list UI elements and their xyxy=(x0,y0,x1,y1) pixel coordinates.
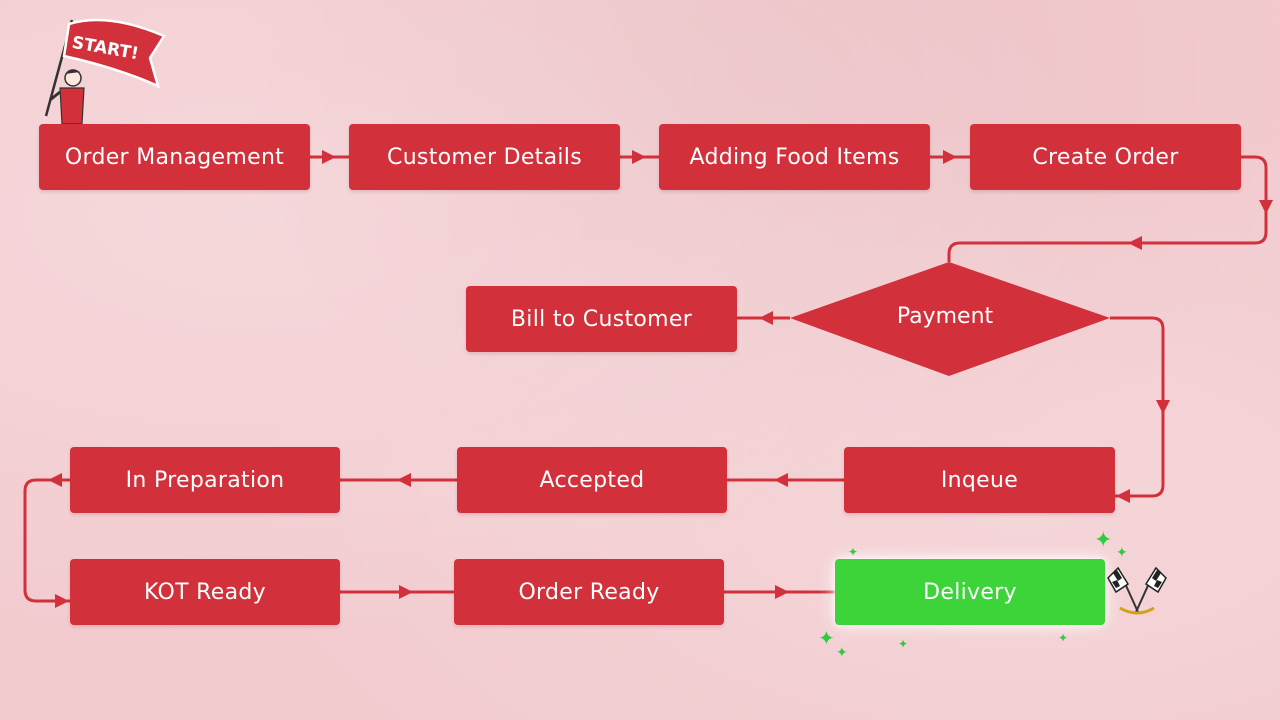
sparkle-icon: ✦ xyxy=(898,637,909,651)
step-delivery: Delivery xyxy=(835,559,1105,625)
arrow-head xyxy=(399,585,413,599)
arrow-head xyxy=(48,473,62,487)
sparkle-icon: ✦ xyxy=(818,626,835,650)
sparkle-icon: ✦ xyxy=(848,545,859,559)
arrow-head xyxy=(632,150,646,164)
step-inqeue: Inqeue xyxy=(844,447,1115,513)
checkered-flags-icon xyxy=(1106,562,1168,622)
arrow-head xyxy=(1259,200,1273,214)
connector-preparation-to-kot xyxy=(23,478,70,603)
arrow-head xyxy=(759,311,773,325)
payment-diamond xyxy=(790,262,1110,376)
arrow-head xyxy=(1128,236,1142,250)
sparkle-icon: ✦ xyxy=(1094,528,1113,553)
sparkle-icon: ✦ xyxy=(1116,545,1128,561)
sparkle-icon: ✦ xyxy=(1058,631,1069,645)
arrow-head xyxy=(1156,400,1170,414)
arrow-head xyxy=(775,585,789,599)
connector-payment-to-inqeue xyxy=(1110,316,1165,498)
step-order-management: Order Management xyxy=(39,124,310,190)
connector-create-to-payment xyxy=(947,155,1268,262)
step-create-order: Create Order xyxy=(970,124,1241,190)
arrow-head xyxy=(943,150,957,164)
step-adding-food-items: Adding Food Items xyxy=(659,124,930,190)
arrow-head xyxy=(1116,489,1130,503)
step-bill-to-customer: Bill to Customer xyxy=(466,286,737,352)
start-flag-icon: START! xyxy=(38,16,168,128)
step-accepted: Accepted xyxy=(457,447,727,513)
arrow-head xyxy=(55,594,69,608)
sparkle-icon: ✦ xyxy=(836,645,848,661)
step-kot-ready: KOT Ready xyxy=(70,559,340,625)
arrow-head xyxy=(774,473,788,487)
step-in-preparation: In Preparation xyxy=(70,447,340,513)
step-order-ready: Order Ready xyxy=(454,559,724,625)
arrow-head xyxy=(322,150,336,164)
arrow-head xyxy=(397,473,411,487)
step-payment-label: Payment xyxy=(896,304,994,329)
step-customer-details: Customer Details xyxy=(349,124,620,190)
